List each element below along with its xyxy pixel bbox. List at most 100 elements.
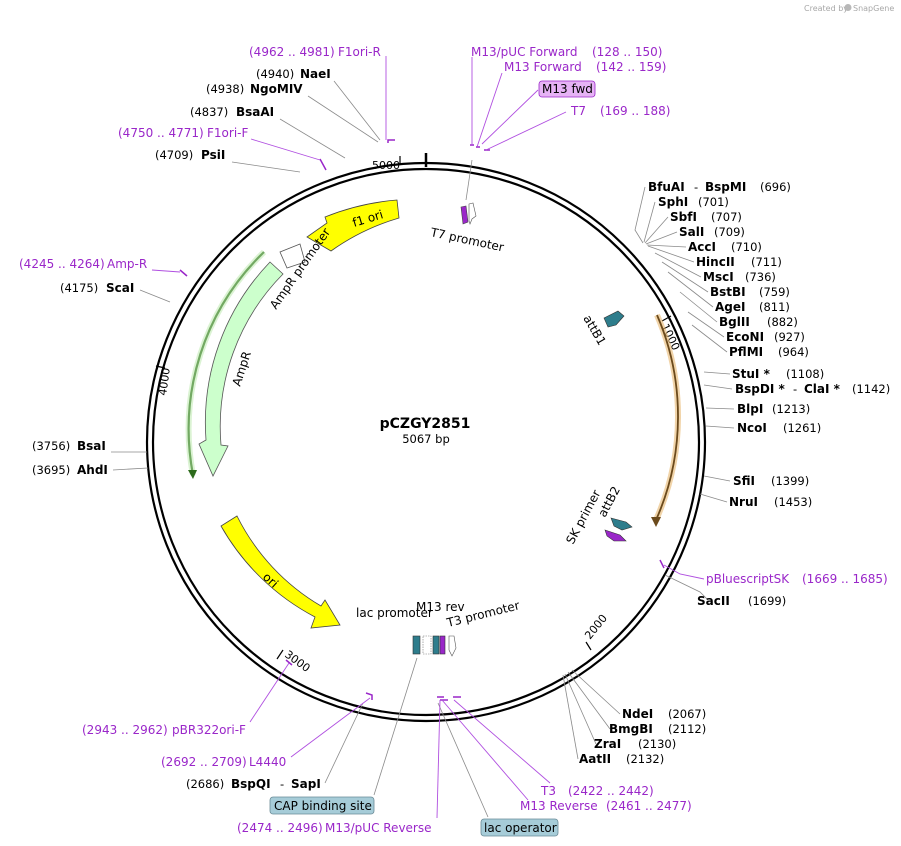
enzyme-name-acci: AccI (688, 240, 716, 254)
primer-name-m13-reverse: M13 Reverse (520, 799, 598, 813)
enzyme-pos-zrai: (2130) (638, 737, 676, 751)
enzyme-name-bfuai: BfuAI (648, 180, 685, 194)
primer-mark-pbr322ori-f (285, 659, 293, 666)
primer-name-f1ori-f: F1ori-F (207, 126, 248, 140)
feature-f1-ori[interactable] (306, 199, 400, 252)
enzyme-name-sphi: SphI (658, 195, 688, 209)
feature-label-lac-operator: lac operator (484, 821, 557, 835)
enzyme-name-econi: EcoNI (726, 330, 764, 344)
primer-range-f1ori-f: (4750 .. 4771) (118, 126, 204, 140)
enzyme-pos-ngomiv: (4938) (206, 82, 244, 96)
feature-attb1[interactable] (603, 310, 625, 328)
enzyme-name-scai: ScaI (106, 281, 134, 295)
leader-pbr322ori-f (249, 662, 290, 723)
feature-label-t7-promoter: T7 promoter (428, 225, 505, 254)
leader-ahdi (112, 467, 149, 471)
primer-name-t7: T7 (570, 104, 586, 118)
leader-naei (333, 80, 381, 141)
leader-t7 (485, 111, 567, 151)
primer-mark-f1ori-f (319, 158, 327, 171)
primer-range-l4440: (2692 .. 2709) (161, 755, 247, 769)
tick-mark-1000 (661, 315, 672, 322)
feature-ampr-glow-arc (185, 249, 267, 476)
feature-attb2[interactable] (610, 517, 633, 531)
leader-blpi (705, 407, 735, 410)
feature-label-ampr: AmpR (230, 349, 254, 387)
enzyme-name-ngomiv: NgoMIV (250, 82, 303, 96)
leader-lines (111, 56, 735, 819)
primer-name-pbr322ori-f: pBR322ori-F (172, 723, 246, 737)
backbone-inner-ring (151, 167, 701, 717)
enzyme-pos-sphi: (701) (698, 195, 729, 209)
tick-label-2000: 2000 (582, 612, 610, 642)
leader-scai (139, 289, 171, 303)
enzyme-pos-ncoi: (1261) (783, 421, 821, 435)
enzyme-pos-stui: (1108) (786, 367, 824, 381)
leader-m13puc-rev (436, 699, 441, 819)
enzyme-pos-bsaai: (4837) (190, 105, 228, 119)
leader-t7-promoter (465, 159, 473, 201)
feature-sk-primer[interactable] (604, 529, 627, 542)
enzyme-name2-bfuai: BspMI (705, 180, 746, 194)
lac-operator-box[interactable] (480, 818, 559, 837)
enzyme-name-nrui: NruI (729, 495, 758, 509)
enzyme-pos-aatii: (2132) (626, 752, 664, 766)
leader-sacii (664, 574, 709, 601)
enzyme-pos-bfuai: (696) (760, 180, 791, 194)
primer-range-m13puc-fwd: (128 .. 150) (592, 45, 662, 59)
plasmid-size: 5067 bp (402, 432, 450, 446)
primer-range-f1ori-r: (4962 .. 4981) (249, 45, 335, 59)
primer-mark-pbluescriptsk (659, 559, 665, 569)
enzyme-name-ndei: NdeI (622, 707, 653, 721)
feature-t7-primer-arrow[interactable] (460, 205, 469, 225)
enzyme-name-naei: NaeI (300, 67, 331, 81)
primer-marks (179, 139, 665, 701)
enzyme-pos-ndei: (2067) (668, 707, 706, 721)
orange-arc-arrow-icon (651, 517, 661, 527)
leader-bsaai (279, 118, 346, 159)
enzyme-pos-sbfi: (707) (711, 210, 742, 224)
m13-fwd-box[interactable] (538, 80, 596, 98)
primer-name-m13-fwd-box: M13 fwd (542, 82, 593, 96)
feature-t3-promoter-arrow[interactable] (448, 635, 457, 657)
leader-sfii (703, 475, 731, 482)
brand-app: SnapGene (853, 4, 894, 13)
primer-range-t7: (169 .. 188) (600, 104, 670, 118)
feature-ampr[interactable] (198, 261, 284, 477)
feature-orange-arc (655, 314, 679, 521)
feature-lac-operator-block[interactable] (432, 635, 440, 655)
feature-lac-promoter-block[interactable] (422, 635, 432, 655)
leader-bspqi (324, 702, 364, 784)
feature-ampr-promoter[interactable] (279, 243, 306, 269)
primer-range-m13-fwd: (142 .. 159) (596, 60, 666, 74)
leader-stui (703, 371, 731, 375)
enzyme-pos-bsai: (3756) (32, 439, 70, 453)
primer-name-m13puc-fwd: M13/pUC Forward (471, 45, 578, 59)
feature-t7-promoter-arrow[interactable] (468, 202, 477, 225)
enzyme-name-bspqi: BspQI (231, 777, 271, 791)
enzyme-name-blpi: BlpI (737, 402, 763, 416)
feature-m13-rev-block[interactable] (439, 635, 446, 655)
primer-mark-amp-r (179, 269, 188, 277)
feature-ori[interactable] (220, 515, 341, 629)
enzyme-name-aatii: AatII (579, 752, 611, 766)
leader-l4440 (290, 697, 371, 758)
primer-range-t3: (2422 .. 2442) (568, 784, 654, 798)
leader-zrai (564, 673, 597, 745)
enzyme-pos-acci: (710) (731, 240, 762, 254)
brand-created-by: Created by (804, 4, 848, 13)
leader-sbfi (644, 216, 669, 244)
enzyme-pos-hincii: (711) (751, 255, 782, 269)
primer-range-m13-reverse: (2461 .. 2477) (606, 799, 692, 813)
primer-mark-m13-rev (437, 696, 461, 701)
enzyme-name-zrai: ZraI (594, 737, 621, 751)
enzyme-pos-sfii: (1399) (771, 474, 809, 488)
enzyme-name-bspdi: BspDI * (735, 382, 785, 396)
tick-label-5000: 5000 (372, 159, 400, 172)
cap-binding-site-box[interactable] (269, 796, 375, 815)
feature-cap-binding-block[interactable] (412, 635, 421, 655)
leader-sali (645, 231, 678, 245)
leader-bfuai (634, 186, 646, 244)
primer-name-amp-r: Amp-R (107, 257, 147, 271)
